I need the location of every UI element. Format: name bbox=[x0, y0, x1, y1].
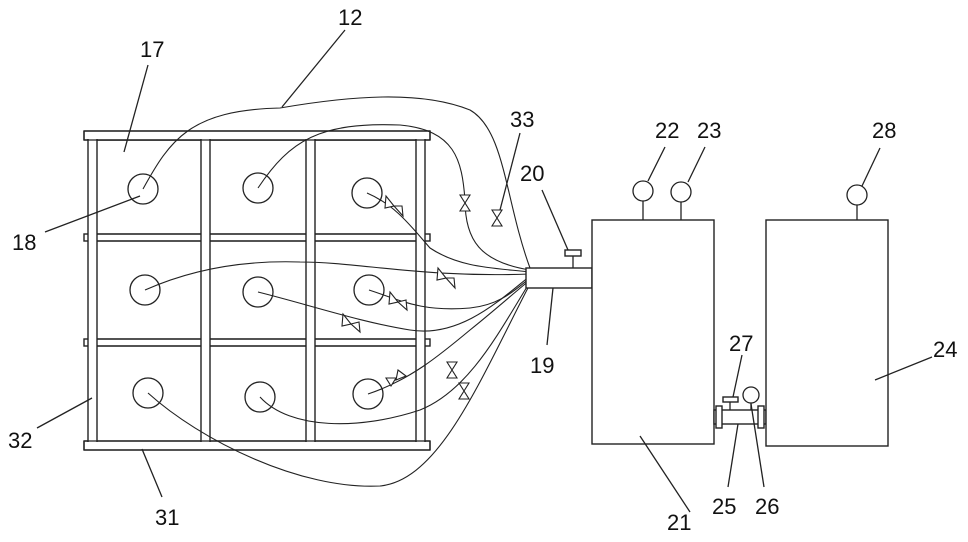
gauge-26 bbox=[743, 387, 759, 403]
valve-27 bbox=[723, 397, 738, 402]
tank-24 bbox=[766, 185, 888, 446]
post-right bbox=[416, 136, 425, 446]
label-24: 24 bbox=[933, 337, 957, 362]
post-middle-left bbox=[201, 136, 210, 446]
middle-rail-lower bbox=[84, 339, 430, 346]
label-17: 17 bbox=[140, 37, 164, 62]
valve bbox=[447, 362, 457, 378]
label-27: 27 bbox=[729, 331, 753, 356]
middle-rail-upper bbox=[84, 234, 430, 241]
label-26: 26 bbox=[755, 494, 779, 519]
valve bbox=[437, 268, 455, 288]
label-21: 21 bbox=[667, 510, 691, 535]
valve bbox=[460, 195, 470, 211]
label-18: 18 bbox=[12, 230, 36, 255]
gauge-28 bbox=[847, 185, 867, 205]
valve-33 bbox=[492, 210, 502, 226]
valve bbox=[459, 383, 469, 399]
label-20: 20 bbox=[520, 161, 544, 186]
label-31: 31 bbox=[155, 505, 179, 530]
manifold-19 bbox=[526, 250, 592, 288]
post-middle-right bbox=[306, 136, 315, 446]
label-32: 32 bbox=[8, 428, 32, 453]
label-33: 33 bbox=[510, 107, 534, 132]
gauge-23 bbox=[671, 182, 691, 202]
label-19: 19 bbox=[530, 353, 554, 378]
tank-21 bbox=[592, 181, 714, 444]
gauge-22 bbox=[633, 181, 653, 201]
label-22: 22 bbox=[655, 118, 679, 143]
label-28: 28 bbox=[872, 118, 896, 143]
label-25: 25 bbox=[712, 494, 736, 519]
pipe-25 bbox=[714, 387, 766, 428]
valve-handle-20 bbox=[565, 250, 581, 256]
label-12: 12 bbox=[338, 5, 362, 30]
label-23: 23 bbox=[697, 118, 721, 143]
